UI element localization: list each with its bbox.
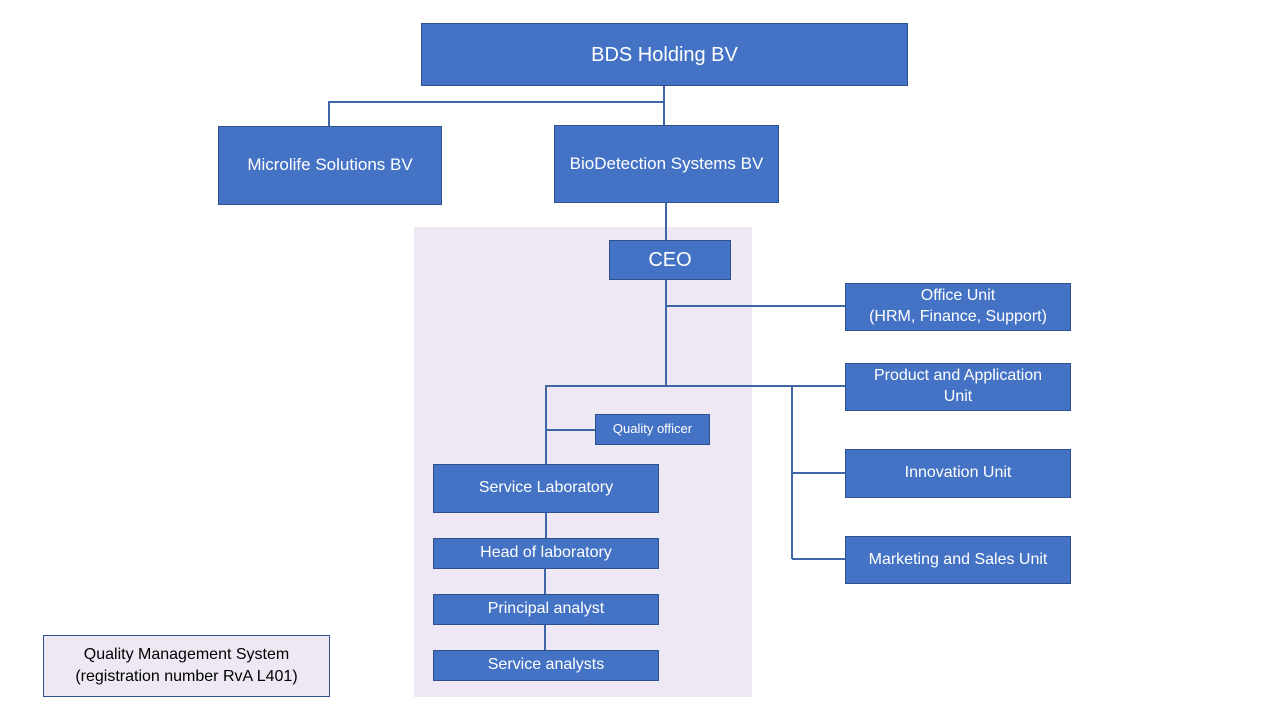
node-label: BioDetection Systems BV [569, 153, 764, 173]
node-label: Microlife Solutions BV [247, 155, 413, 175]
legend-line-1: Quality Management System [83, 645, 290, 663]
node-label: BDS Holding BV [591, 43, 738, 66]
node-label: Innovation Unit [904, 464, 1012, 482]
node-principal-analyst: Principal analyst [433, 594, 659, 625]
node-label: CEO [648, 249, 692, 271]
node-service-analysts: Service analysts [433, 650, 659, 681]
node-bds-holding: BDS Holding BV [421, 23, 908, 86]
node-label-line1: Product and Application [873, 367, 1043, 385]
node-office-unit: Office Unit (HRM, Finance, Support) [845, 283, 1071, 331]
node-service-laboratory: Service Laboratory [433, 464, 659, 513]
node-label-line2: Unit [943, 388, 973, 405]
node-label: Head of laboratory [480, 544, 612, 562]
node-label: Marketing and Sales Unit [868, 550, 1048, 568]
node-microlife-solutions: Microlife Solutions BV [218, 126, 442, 205]
node-label: Service analysts [487, 656, 605, 674]
node-label: Principal analyst [487, 600, 605, 618]
legend-line-2: (registration number RvA L401) [75, 668, 298, 685]
node-marketing-sales-unit: Marketing and Sales Unit [845, 536, 1071, 584]
node-innovation-unit: Innovation Unit [845, 449, 1071, 498]
node-product-application-unit: Product and Application Unit [845, 363, 1071, 411]
node-biodetection-systems: BioDetection Systems BV [554, 125, 779, 203]
legend-quality-management-system: Quality Management System (registration … [43, 635, 330, 697]
node-label: Quality officer [612, 421, 693, 437]
node-label-line1: Office Unit [920, 287, 996, 305]
node-quality-officer: Quality officer [595, 414, 710, 445]
node-head-of-laboratory: Head of laboratory [433, 538, 659, 569]
node-label: Service Laboratory [478, 479, 614, 497]
node-ceo: CEO [609, 240, 731, 280]
node-label-line2: (HRM, Finance, Support) [869, 308, 1047, 325]
